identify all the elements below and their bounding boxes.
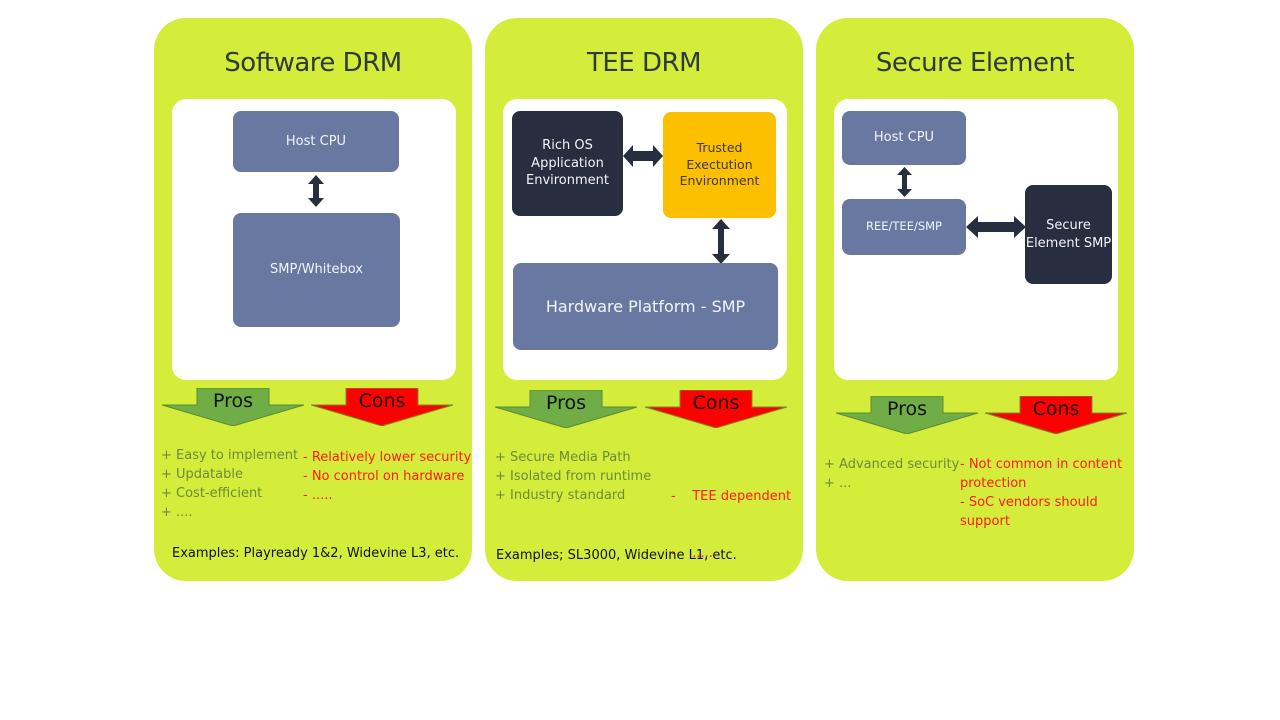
pros-list: + Secure Media Path + Isolated from runt…	[495, 448, 651, 505]
cons-label: Cons	[358, 390, 406, 412]
trusted-execution-box: Trusted Exectution Environment	[663, 112, 776, 218]
examples-text: Examples: Playready 1&2, Widevine L3, et…	[172, 546, 460, 561]
pros-label: Pros	[886, 398, 928, 420]
pros-item: + Advanced security	[824, 457, 960, 472]
cons-item: - SoC vendors should support	[960, 495, 1098, 529]
secure-element-panel: Secure Element Host CPU REE/TEE/SMP Secu…	[816, 18, 1134, 581]
diagram-area: Rich OS Application Environment Trusted …	[503, 99, 787, 380]
cons-label: Cons	[1032, 398, 1080, 420]
vertical-double-arrow-icon	[712, 219, 730, 264]
cons-item: - Not common in content protection	[960, 457, 1123, 491]
cons-arrow: Cons	[311, 388, 453, 426]
vertical-double-arrow-icon	[897, 167, 912, 197]
pros-item: + ...	[824, 476, 852, 491]
pros-arrow: Pros	[162, 388, 304, 426]
cons-item: - .....	[303, 488, 333, 503]
cons-list: - Not common in content protection - SoC…	[960, 455, 1130, 531]
cons-arrow: Cons	[985, 396, 1127, 434]
smp-whitebox-box: SMP/Whitebox	[233, 213, 400, 327]
tee-drm-panel: TEE DRM Rich OS Application Environment …	[485, 18, 803, 581]
cons-list: - TEE dependent - .....	[671, 449, 791, 601]
pros-item: + Industry standard	[495, 488, 626, 503]
pros-item: + Easy to implement	[161, 448, 299, 463]
diagram-area: Host CPU REE/TEE/SMP Secure Element SMP	[834, 99, 1118, 380]
secure-element-smp-box: Secure Element SMP	[1025, 185, 1112, 284]
host-cpu-box: Host CPU	[233, 111, 399, 172]
down-arrow-icon	[311, 388, 453, 426]
pros-item: + Isolated from runtime	[495, 469, 652, 484]
down-arrow-icon	[985, 396, 1127, 434]
rich-os-box: Rich OS Application Environment	[512, 111, 623, 216]
hardware-platform-box: Hardware Platform - SMP	[513, 263, 778, 350]
panel-title: Software DRM	[224, 48, 402, 78]
cons-label: Cons	[692, 392, 740, 414]
cons-arrow: Cons	[645, 390, 787, 428]
down-arrow-icon	[495, 390, 637, 428]
pros-list: + Easy to implement + Updatable + Cost-e…	[161, 446, 298, 522]
pros-arrow: Pros	[836, 396, 978, 434]
cons-list: - Relatively lower security - No control…	[303, 448, 471, 505]
software-drm-panel: Software DRM Host CPU SMP/Whitebox Pros …	[154, 18, 472, 581]
pros-arrow: Pros	[495, 390, 637, 428]
pros-list: + Advanced security + ...	[824, 455, 959, 493]
host-cpu-box: Host CPU	[842, 111, 966, 165]
down-arrow-icon	[645, 390, 787, 428]
horizontal-double-arrow-icon	[623, 145, 663, 167]
cons-item: - .....	[671, 546, 713, 561]
panel-title: Secure Element	[875, 48, 1075, 78]
diagram-area: Host CPU SMP/Whitebox	[172, 99, 456, 380]
pros-label: Pros	[545, 392, 587, 414]
cons-item: - Relatively lower security	[303, 450, 472, 465]
horizontal-double-arrow-icon	[966, 216, 1026, 238]
vertical-double-arrow-icon	[308, 175, 324, 207]
cons-item: - TEE dependent	[671, 489, 792, 504]
down-arrow-icon	[836, 396, 978, 434]
pros-label: Pros	[212, 390, 254, 412]
down-arrow-icon	[162, 388, 304, 426]
pros-item: + Updatable	[161, 467, 243, 482]
panel-title: TEE DRM	[586, 48, 702, 78]
pros-item: + Cost-efficient	[161, 486, 263, 501]
examples-text: Examples; SL3000, Widevine L1, etc.	[496, 548, 737, 563]
pros-item: + ....	[161, 505, 193, 520]
pros-item: + Secure Media Path	[495, 450, 631, 465]
ree-tee-smp-box: REE/TEE/SMP	[842, 199, 966, 255]
cons-item: - No control on hardware	[303, 469, 465, 484]
